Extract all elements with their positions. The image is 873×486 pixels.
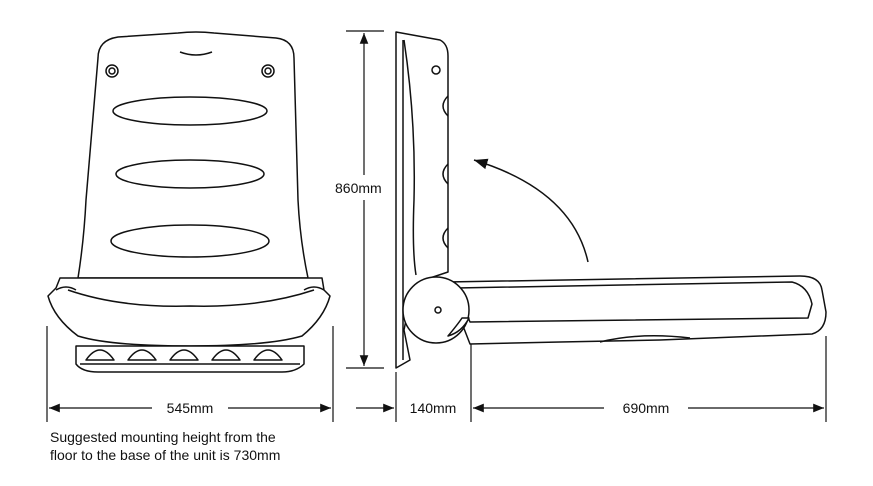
seat-pan — [47, 277, 331, 347]
fold-arrow — [473, 158, 589, 263]
width-dimension-label: 545mm — [167, 400, 214, 416]
backrest-oval-middle — [115, 159, 265, 189]
depth-folded-dimension-label: 140mm — [410, 400, 457, 416]
note-line-1: Suggested mounting height from the — [50, 429, 276, 445]
backrest-oval-bottom — [110, 224, 270, 258]
dimension-lines — [46, 30, 827, 422]
mounting-height-note: Suggested mounting height from the floor… — [50, 428, 280, 464]
depth-open-dimension-label: 690mm — [623, 400, 670, 416]
backrest — [77, 31, 309, 279]
height-dimension-label: 860mm — [335, 180, 382, 196]
backrest-oval-top — [112, 96, 268, 126]
front-view-seat — [47, 31, 331, 373]
wall-plate — [395, 31, 449, 369]
side-view-seat — [395, 31, 827, 369]
note-line-2: floor to the base of the unit is 730mm — [50, 447, 281, 463]
